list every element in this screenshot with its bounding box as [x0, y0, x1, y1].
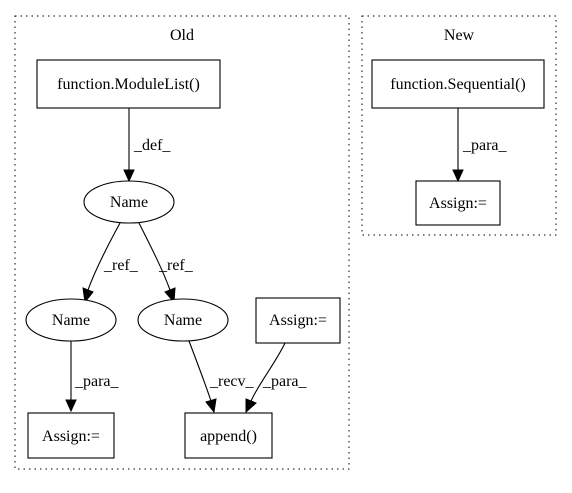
cluster-old: Old [14, 15, 350, 470]
node-name-left-label: Name [52, 312, 90, 329]
node-name-right: Name [137, 298, 229, 342]
cluster-old-label: Old [170, 27, 194, 44]
node-function-modulelist-label: function.ModuleList() [57, 76, 200, 93]
node-function-sequential-label: function.Sequential() [390, 76, 526, 93]
node-assign-new-label: Assign:= [429, 195, 487, 212]
cluster-old-border [14, 15, 350, 470]
node-assign-right: Assign:= [255, 297, 341, 344]
node-function-sequential: function.Sequential() [371, 59, 545, 109]
edge-name-to-name-left: _ref_ [82, 222, 139, 304]
edge-label-def: _def_ [133, 137, 171, 154]
node-append-label: append() [200, 428, 257, 445]
edge-assign-to-append: _para_ [245, 342, 308, 414]
edge-name-right-to-append: _recv_ [188, 340, 255, 414]
edge-label-para-right: _para_ [262, 373, 308, 390]
edge-label-para-left: _para_ [74, 373, 120, 390]
edge-name-left-to-assign: _para_ [65, 341, 120, 413]
node-assign-left: Assign:= [27, 412, 115, 459]
node-name-left: Name [25, 298, 117, 342]
cluster-new-border [361, 15, 557, 236]
node-name-top: Name [83, 180, 175, 224]
edge-label-para-new: _para_ [462, 137, 508, 154]
edge-modulelist-to-name: _def_ [123, 108, 171, 183]
cluster-new-label: New [444, 27, 475, 44]
node-assign-right-label: Assign:= [269, 312, 327, 329]
node-function-modulelist: function.ModuleList() [36, 59, 221, 109]
edge-label-ref-left: _ref_ [103, 257, 139, 274]
node-name-right-label: Name [164, 312, 202, 329]
node-append: append() [184, 412, 273, 459]
node-name-top-label: Name [110, 194, 148, 211]
edge-name-to-name-right: _ref_ [138, 222, 194, 304]
edge-label-ref-right: _ref_ [158, 257, 194, 274]
edge-sequential-to-assign: _para_ [452, 108, 508, 183]
cluster-new: New [361, 15, 557, 236]
node-assign-left-label: Assign:= [42, 428, 100, 445]
edge-label-recv: _recv_ [209, 373, 255, 390]
node-assign-new: Assign:= [415, 180, 501, 226]
